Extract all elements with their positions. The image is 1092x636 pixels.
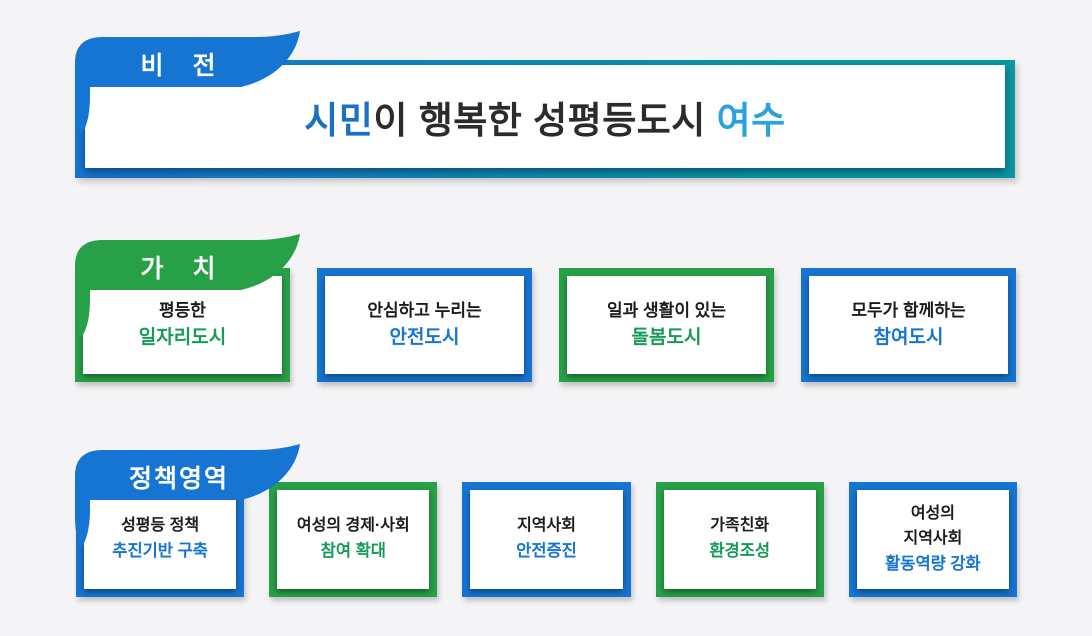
vision-tab: 비 전 — [73, 31, 305, 137]
policy-card-title: 여성의 — [910, 504, 955, 522]
vision-statement-part: 시민 — [304, 99, 374, 141]
policy-card-title: 여성의 경제·사회 — [296, 517, 410, 535]
ribbon-tab-shape — [75, 31, 300, 135]
ribbon-tab-shape — [75, 444, 300, 548]
policy-card-accent: 추진기반 구축 — [112, 542, 208, 561]
policy-card-title: 지역사회 — [903, 529, 963, 547]
value-card-title: 모두가 함께하는 — [851, 300, 966, 320]
policy-card-accent: 참여 확대 — [320, 542, 386, 561]
value-card-accent: 안전도시 — [389, 326, 460, 348]
value-card-title: 평등한 — [159, 300, 206, 320]
values-tab: 가 치 — [73, 234, 305, 340]
policy-tab-label: 정책영역 — [128, 465, 229, 493]
vision-statement: 시민이 행복한 성평등도시 여수 — [304, 90, 785, 144]
value-card-title: 안심하고 누리는 — [367, 300, 482, 320]
policy-tab: 정책영역 — [73, 444, 305, 550]
policy-card-title: 가족친화 — [710, 517, 770, 535]
policy-card-title: 성평등 정책 — [121, 517, 200, 535]
policy-card-accent: 활동역량 강화 — [885, 554, 981, 573]
policy-card-title: 지역사회 — [517, 517, 576, 535]
policy-card-accent: 환경조성 — [709, 542, 771, 561]
values-tab-label: 가 치 — [140, 255, 227, 283]
vision-statement-part: 여수 — [716, 99, 786, 141]
vision-tab-label: 비 전 — [140, 52, 227, 80]
vision-statement-part: 이 행복한 성평등도시 — [373, 99, 717, 141]
value-card-accent: 참여도시 — [873, 326, 944, 348]
ribbon-tab-shape — [75, 234, 300, 338]
value-card-title: 일과 생활이 있는 — [607, 300, 726, 320]
value-card-accent: 돌봄도시 — [631, 326, 702, 348]
policy-card-accent: 안전증진 — [516, 542, 577, 561]
value-card-accent: 일자리도시 — [138, 326, 227, 348]
